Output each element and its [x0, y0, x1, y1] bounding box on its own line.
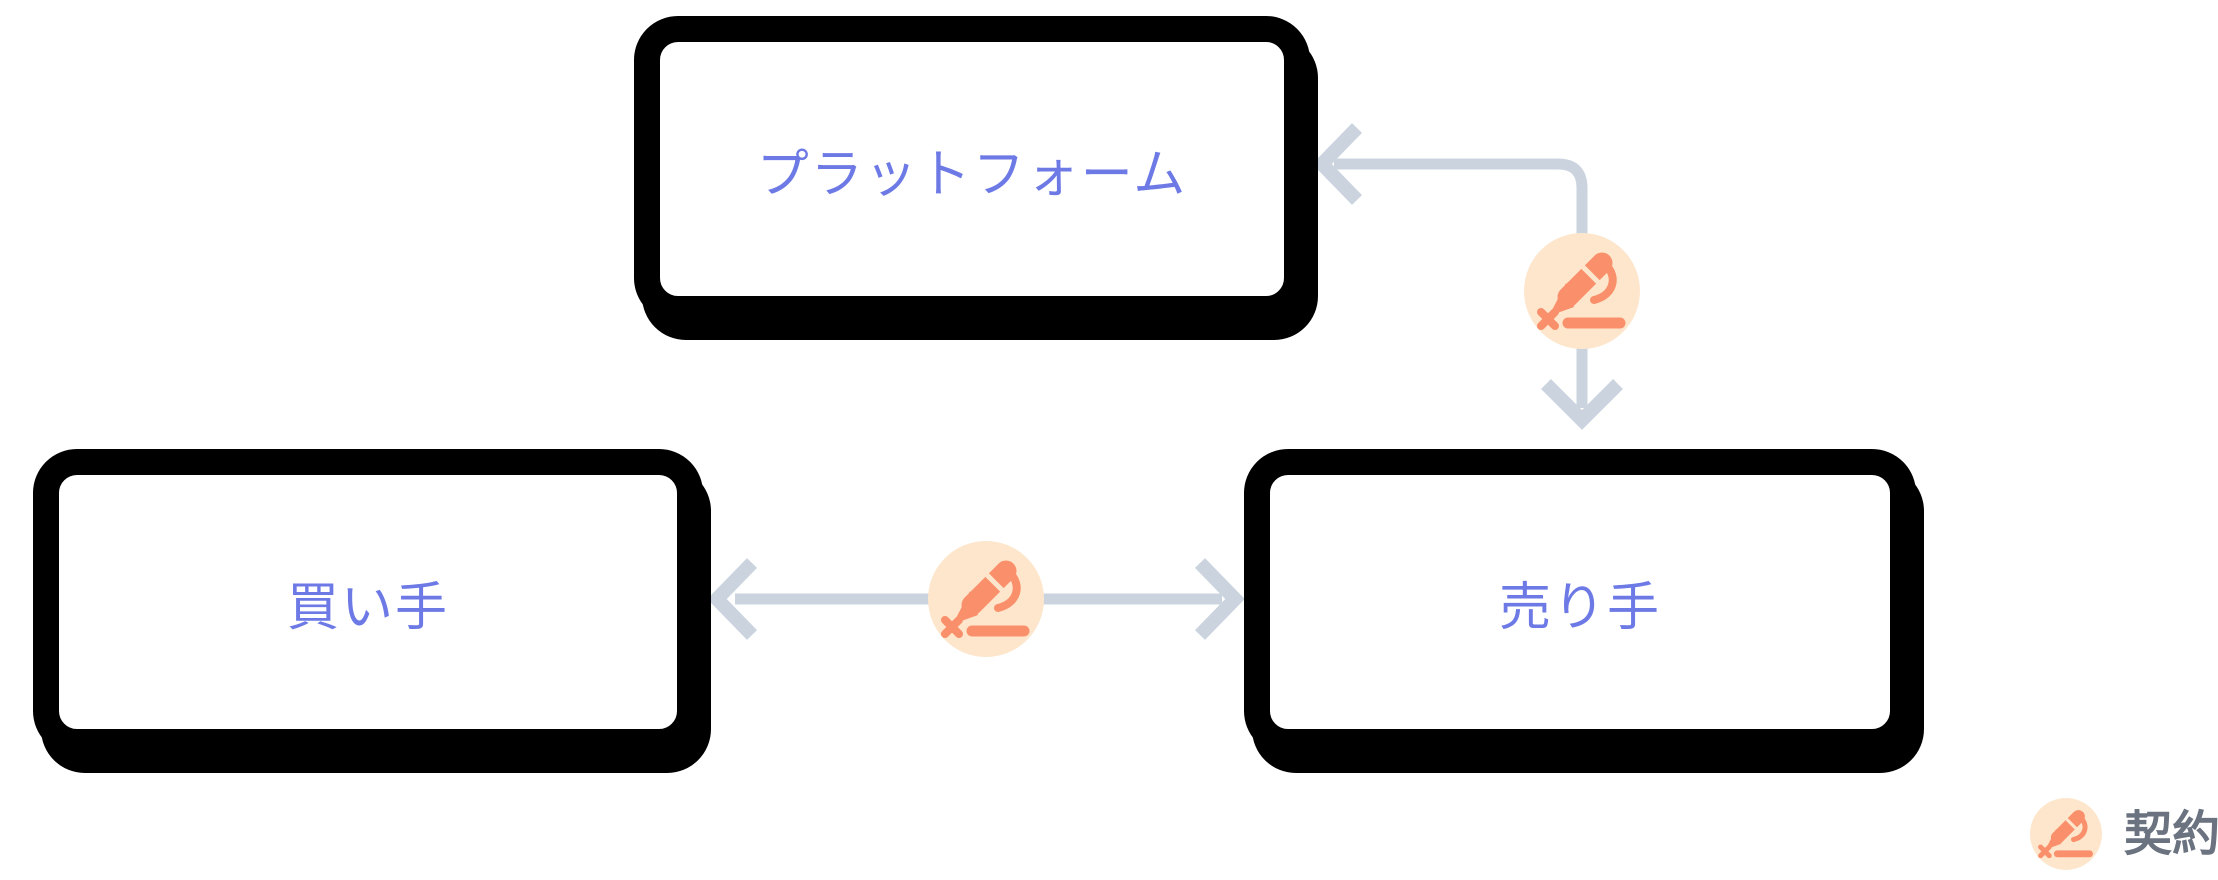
node-seller-label: 売り手 [1498, 578, 1661, 637]
node-seller: 売り手 [1244, 449, 1916, 755]
edge-seller-platform [1312, 123, 1623, 430]
arrowhead-right-icon [1194, 558, 1245, 640]
node-platform: プラットフォーム [634, 16, 1310, 322]
arrowhead-left-icon [707, 558, 758, 640]
edge-seller-platform-line [1334, 158, 1588, 408]
legend-label: 契約 [2124, 808, 2218, 861]
edge-buyer-seller [707, 558, 1245, 640]
arrowhead-left-icon [1312, 123, 1363, 205]
node-buyer-label: 買い手 [286, 578, 449, 637]
legend-contract-pen-icon [2030, 798, 2102, 870]
contract-pen-icon [1524, 233, 1640, 349]
node-buyer: 買い手 [33, 449, 703, 755]
contract-pen-icon [928, 541, 1044, 657]
arrowhead-down-icon [1541, 379, 1623, 430]
node-platform-label: プラットフォーム [756, 145, 1188, 204]
